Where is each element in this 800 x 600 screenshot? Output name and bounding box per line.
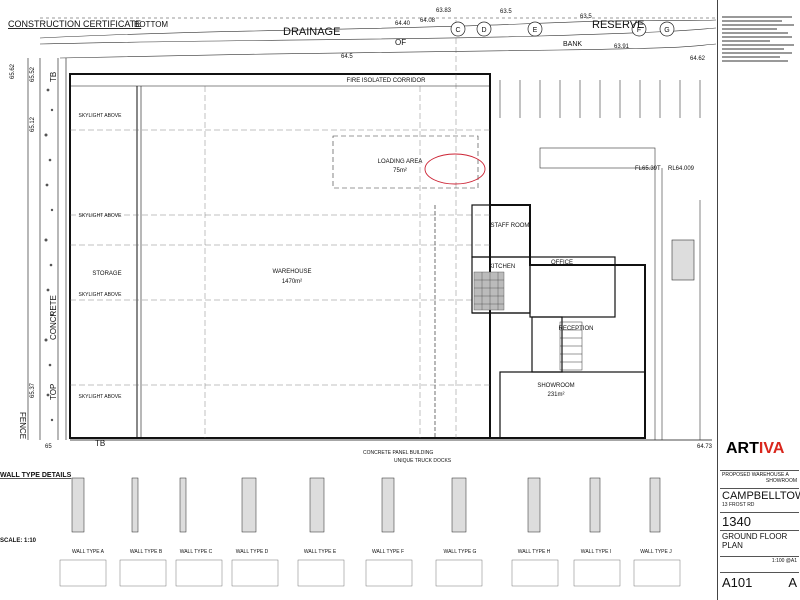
level-left-b: 65.52 (30, 66, 36, 82)
skylight-label-3: SKYLIGHT ABOVE (79, 292, 123, 298)
showroom-size: 231m² (547, 392, 564, 398)
drawing-scale: 1:100 @A1 (771, 558, 797, 564)
office-walls (471, 204, 646, 439)
truck-note: UNIQUE TRUCK DOCKS (394, 458, 452, 464)
column-grid (70, 20, 490, 438)
drainage-label: DRAINAGE (283, 26, 340, 38)
kitchen-label: KITCHEN (489, 264, 515, 270)
reserve-label: RESERVE (592, 19, 644, 31)
grid-bubbles (450, 21, 675, 37)
drawing-number: A101 (722, 575, 753, 590)
general-notes (722, 14, 798, 64)
certificate-label: CONSTRUCTION CERTIFICATE (8, 19, 141, 29)
showroom-label: SHOWROOM (537, 383, 574, 389)
level-top-g: 64.5 (341, 54, 353, 60)
grid-marker-f: F (637, 27, 641, 34)
parking-stalls (499, 80, 701, 440)
level-left-a: 65.62 (10, 63, 16, 79)
location: CAMPBELLTOW (722, 490, 800, 502)
level-top-h: 64.62 (690, 56, 706, 62)
wall-type-e: WALL TYPE E (304, 549, 337, 555)
grid-marker-g: G (664, 27, 669, 34)
of-label: OF (395, 38, 406, 47)
logo-prefix: ART (726, 440, 759, 457)
level-br: 64.73 (697, 444, 713, 450)
level-left-d: 65.37 (30, 382, 36, 398)
artiva-logo: ARTIVA (726, 440, 784, 458)
wall-details-scale: SCALE: 1:10 (0, 538, 37, 544)
level-top-f: 63.91 (614, 44, 630, 50)
level-top-b: 64.08 (420, 18, 436, 24)
skylight-label-1: SKYLIGHT ABOVE (79, 113, 123, 119)
drainage-bank-lines (39, 17, 717, 59)
bank-label: BANK (563, 41, 582, 48)
markup-cloud (424, 153, 486, 185)
loading-area-label: LOADING AREA (378, 159, 423, 165)
grid-marker-e: E (533, 27, 538, 34)
drawing-title: GROUND FLOOR PLAN (722, 532, 788, 550)
top-label: TOP (49, 384, 58, 400)
grid-marker-c: C (455, 27, 460, 34)
revision: A (788, 575, 797, 590)
reception-label: RECEPTION (558, 326, 593, 332)
wall-type-g: WALL TYPE G (444, 549, 477, 555)
floor-plan-drawing: C D E F G CONSTRUCTION CERTIFICATE BOTTO… (0, 8, 717, 587)
tb-left-label: TB (49, 72, 58, 82)
stair (559, 321, 583, 371)
concrete-label: CONCRETE (49, 295, 58, 340)
wall-type-c: WALL TYPE C (180, 549, 213, 555)
level-top-a: 64.40 (395, 21, 411, 27)
level-left-c: 65.12 (30, 116, 36, 132)
project-line-2: SHOWROOM (765, 478, 797, 484)
wall-type-a: WALL TYPE A (72, 549, 105, 555)
fence-label: FENCE (18, 412, 27, 439)
level-top-e: 63.5 (580, 14, 592, 20)
corridor-label: FIRE ISOLATED CORRIDOR (347, 78, 427, 84)
storage-label: STORAGE (92, 271, 121, 277)
warehouse-size: 1470m² (282, 279, 302, 285)
office-label: OFFICE (551, 260, 573, 266)
level-r1: FL65.39T (635, 166, 661, 172)
level-r2: RL64.009 (668, 166, 695, 172)
loading-area-size: 75m² (393, 168, 407, 174)
title-block: ARTIVA PROPOSED WAREHOUSE A SHOWROOM CAM… (717, 0, 800, 600)
grid-marker-d: D (481, 27, 486, 34)
tb-bottom-label: TB (95, 439, 105, 448)
staff-room-label: STAFF ROOM (491, 223, 530, 229)
logo-accent: IVA (758, 440, 785, 457)
skylight-label-2: SKYLIGHT ABOVE (79, 213, 123, 219)
wall-section-columns (71, 477, 661, 533)
panel-building-note: CONCRETE PANEL BUILDING (363, 450, 433, 456)
wall-type-f: WALL TYPE F (372, 549, 404, 555)
level-top-d: 63.5 (500, 9, 512, 15)
level-bl: 65 (45, 444, 52, 450)
wall-type-h: WALL TYPE H (518, 549, 551, 555)
wall-spec-tables (59, 559, 681, 587)
wall-type-d: WALL TYPE D (236, 549, 269, 555)
wall-details-title: WALL TYPE DETAILS (0, 472, 72, 479)
street: 13 FROST RD (722, 502, 755, 508)
kitchen-tiles (473, 271, 505, 311)
left-boundary-strip (27, 58, 67, 440)
wall-type-b: WALL TYPE B (130, 549, 163, 555)
landscape-hatch (44, 88, 54, 422)
job-number: 1340 (722, 514, 751, 529)
skylight-label-4: SKYLIGHT ABOVE (79, 394, 123, 400)
wall-type-i: WALL TYPE I (581, 549, 611, 555)
loading-area-outline (332, 135, 479, 189)
level-top-c: 63.83 (436, 8, 452, 14)
warehouse-label: WAREHOUSE (272, 269, 311, 275)
bottom-label: BOTTOM (134, 20, 168, 29)
project-line-1: PROPOSED WAREHOUSE A (722, 472, 789, 478)
wall-type-j: WALL TYPE J (640, 549, 672, 555)
